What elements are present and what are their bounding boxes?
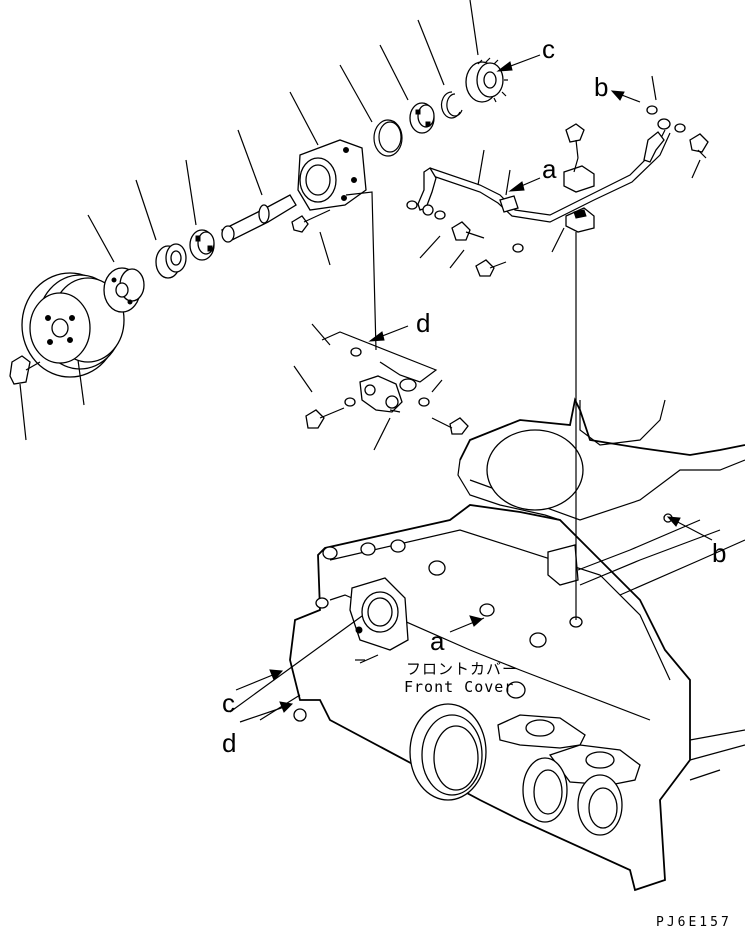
impeller [409,102,435,134]
callout-c-lower: c [222,688,235,718]
pump-shaft [220,194,297,243]
callout-b-upper: b [594,72,609,102]
callout-d-upper: d [416,308,431,338]
cylinder-block-section [457,397,745,596]
callout-a-upper: a [542,154,557,184]
front-cover-label-jp: フロントカバー [406,661,519,678]
front-cover-housing [289,504,745,892]
callout-b-lower: b [712,538,727,568]
clamps [563,165,595,233]
pulley-bolt [9,355,41,385]
gear [465,57,508,103]
callout-c-upper: c [542,34,555,64]
flange-hub [103,267,145,313]
snap-ring [441,91,463,119]
pipe-assembly [417,118,671,223]
pulley [21,272,125,378]
o-ring [373,119,403,157]
callout-a-lower: a [430,626,445,656]
drawing-code: PJ6E157 [656,915,732,930]
leader-lines [19,0,701,721]
pump-body-bolt [291,209,331,233]
bracket-assembly [305,331,469,435]
bearing [155,243,187,279]
front-cover-label-en: Front Cover [404,678,515,696]
pump-body [297,139,367,211]
callout-d-lower: d [222,728,237,758]
reference-arrows [235,54,713,723]
bearing-2 [189,229,215,261]
small-bolts-upper [406,105,709,277]
